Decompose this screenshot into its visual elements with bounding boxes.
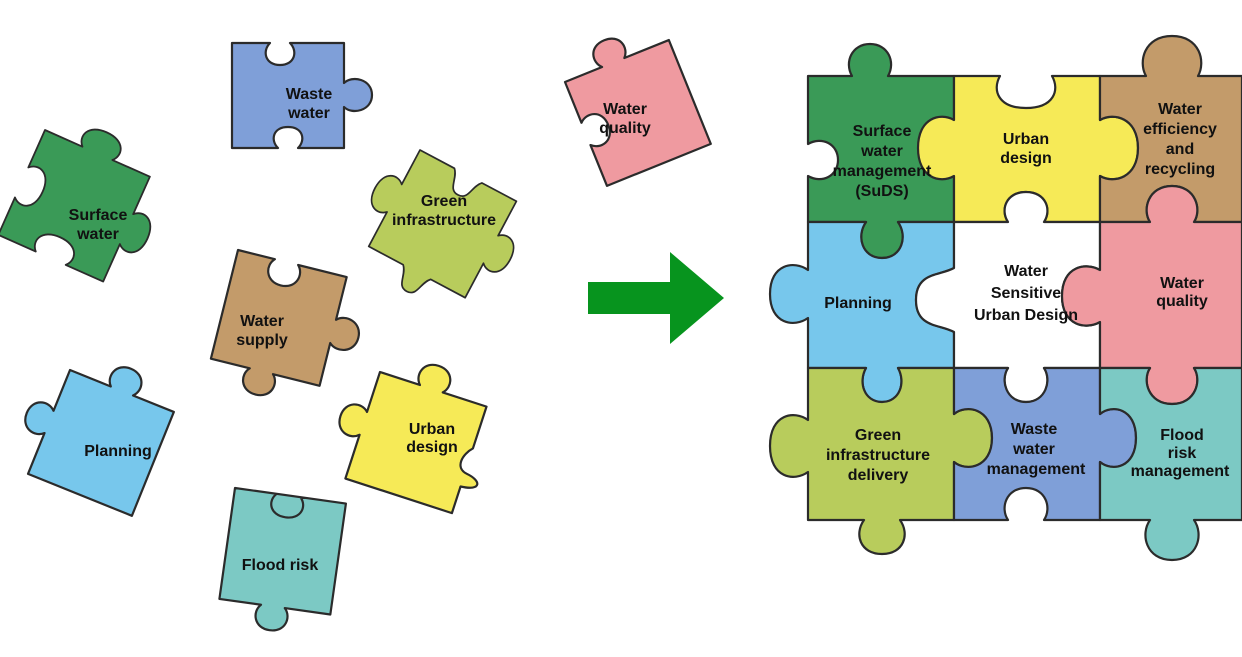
label-surface-water-2: water xyxy=(76,226,119,243)
label-water-quality-1: Water xyxy=(603,101,647,118)
label-flood-risk: Flood risk xyxy=(242,557,319,574)
label-asm-urban-1: Urban xyxy=(1003,131,1049,148)
label-planning: Planning xyxy=(84,443,152,460)
label-water-supply-1: Water xyxy=(240,313,284,330)
label-asm-flood-3: management xyxy=(1131,463,1230,480)
scattered-piece-green-infrastructure xyxy=(338,138,537,329)
assembled-puzzle xyxy=(768,34,1242,562)
label-asm-efficiency-3: and xyxy=(1166,141,1194,158)
arrow-right-icon xyxy=(588,252,724,344)
label-asm-efficiency-1: Water xyxy=(1158,101,1202,118)
scattered-piece-surface-water xyxy=(0,108,182,292)
scattered-piece-water-quality xyxy=(563,37,712,187)
scattered-piece-flood-risk xyxy=(218,486,348,632)
label-asm-efficiency-4: recycling xyxy=(1145,161,1215,178)
label-asm-green-3: delivery xyxy=(848,467,909,484)
label-asm-waste-1: Waste xyxy=(1011,421,1058,438)
label-asm-flood-2: risk xyxy=(1168,445,1197,462)
label-asm-green-2: infrastructure xyxy=(826,447,930,464)
scattered-piece-urban-design xyxy=(338,363,488,515)
label-asm-green-1: Green xyxy=(855,427,901,444)
label-asm-surface-1: Surface xyxy=(853,123,912,140)
label-asm-surface-4: (SuDS) xyxy=(855,183,908,200)
label-asm-planning: Planning xyxy=(824,295,892,312)
scattered-piece-waste-water xyxy=(230,41,374,150)
label-urban-design-1: Urban xyxy=(409,421,455,438)
assembled-piece-flood-risk xyxy=(1098,366,1242,562)
label-asm-flood-1: Flood xyxy=(1160,427,1204,444)
label-green-infrastructure-1: Green xyxy=(421,193,467,210)
label-asm-quality-2: quality xyxy=(1156,293,1208,310)
label-urban-design-2: design xyxy=(406,439,458,456)
label-asm-center-2: Sensitive xyxy=(991,285,1061,302)
label-asm-urban-2: design xyxy=(1000,150,1052,167)
label-asm-center-3: Urban Design xyxy=(974,307,1078,324)
scattered-piece-planning xyxy=(24,366,175,517)
scattered-piece-water-supply xyxy=(209,248,360,397)
label-surface-water-1: Surface xyxy=(69,207,128,224)
label-water-quality-2: quality xyxy=(599,120,651,137)
label-waste-water-2: water xyxy=(287,105,330,122)
label-asm-quality-1: Water xyxy=(1160,275,1204,292)
label-waste-water-1: Waste xyxy=(286,86,333,103)
label-green-infrastructure-2: infrastructure xyxy=(392,212,496,229)
label-asm-efficiency-2: efficiency xyxy=(1143,121,1217,138)
label-asm-center-1: Water xyxy=(1004,263,1048,280)
label-asm-waste-2: water xyxy=(1012,441,1055,458)
label-asm-surface-3: management xyxy=(833,163,932,180)
label-asm-waste-3: management xyxy=(987,461,1086,478)
label-water-supply-2: supply xyxy=(236,332,288,349)
label-asm-surface-2: water xyxy=(860,143,903,160)
